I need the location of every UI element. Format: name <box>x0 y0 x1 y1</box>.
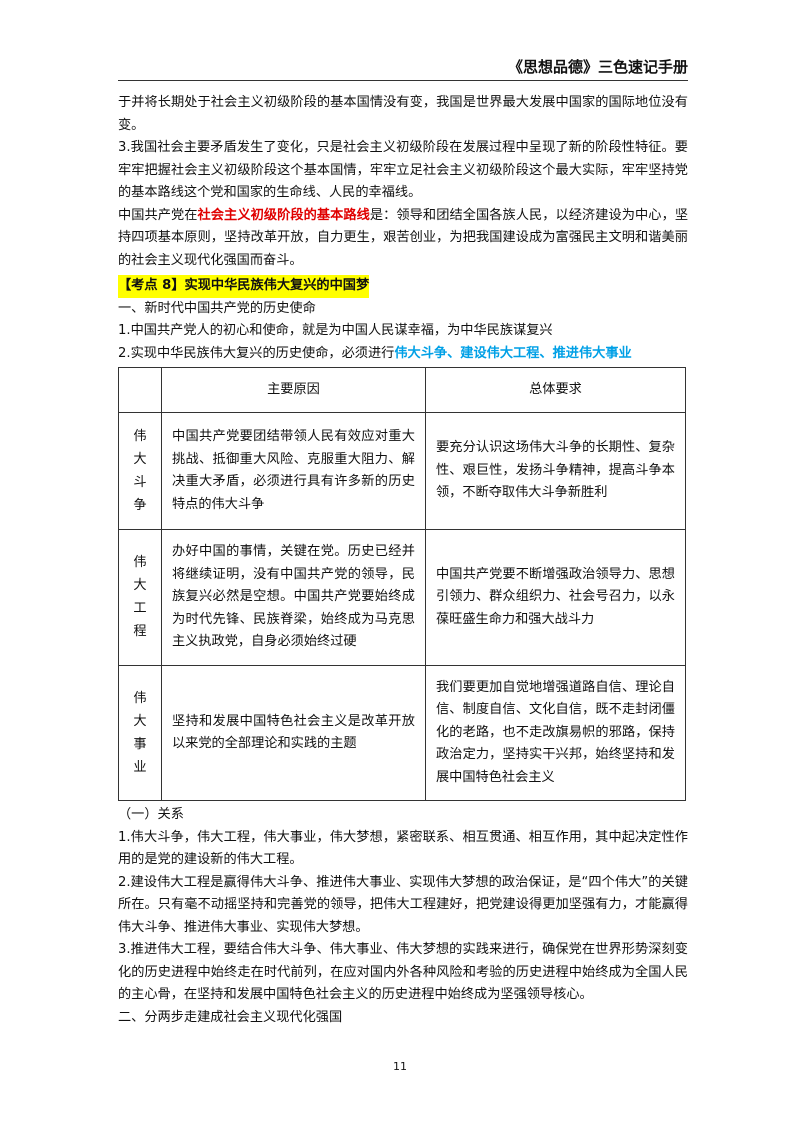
requirement-cell: 中国共产党要不断增强政治领导力、思想引领力、群众组织力、社会号召力，以永葆旺盛生… <box>425 529 686 666</box>
row-label: 伟大工程 <box>133 555 147 640</box>
col-header-reason: 主要原因 <box>161 367 426 413</box>
table-row: 伟大工程 办好中国的事情，关键在党。历史已经并将继续证明，没有中国共产党的领导，… <box>118 529 686 666</box>
mission-item-2: 2.实现中华民族伟大复兴的历史使命，必须进行伟大斗争、建设伟大工程、推进伟大事业 <box>118 343 688 366</box>
section-heading-1: 一、新时代中国共产党的历史使命 <box>118 300 316 316</box>
row-label: 伟大事业 <box>133 690 147 775</box>
col-header-requirement: 总体要求 <box>425 367 686 413</box>
reason-cell: 中国共产党要团结带领人民有效应对重大挑战、抵御重大风险、克服重大阻力、解决重大矛… <box>161 412 426 530</box>
row-label-cell: 伟大斗争 <box>118 412 162 530</box>
mission-item-1: 1.中国共产党人的初心和使命，就是为中国人民谋幸福，为中华民族谋复兴 <box>118 323 553 338</box>
basic-line-highlight: 社会主义初级阶段的基本路线 <box>197 207 370 223</box>
header-title: 《思想品德》三色速记手册 <box>507 58 688 76</box>
exam-point-heading: 【考点 8】实现中华民族伟大复兴的中国梦 <box>118 275 370 298</box>
requirement-cell: 我们要更加自觉地增强道路自信、理论自信、制度自信、文化自信，既不走封闭僵化的老路… <box>425 665 686 801</box>
requirement-cell: 要充分认识这场伟大斗争的长期性、复杂性、艰巨性，发扬斗争精神，提高斗争本领，不断… <box>425 412 686 530</box>
paragraph-principal-contradiction: 3.我国社会主要矛盾发生了变化，只是社会主义初级阶段在发展过程中呈现了新的阶段性… <box>118 140 688 200</box>
great-struggle-table: 主要原因 总体要求 伟大斗争 中国共产党要团结带领人民有效应对重大挑战、抵御重大… <box>118 367 686 801</box>
page-body: 于并将长期处于社会主义初级阶段的基本国情没有变，我国是世界最大发展中国家的国际地… <box>118 92 688 1029</box>
table-row: 伟大斗争 中国共产党要团结带领人民有效应对重大挑战、抵御重大风险、克服重大阻力、… <box>118 412 686 530</box>
four-greats-highlight: 伟大斗争、建设伟大工程、推进伟大事业 <box>394 345 632 361</box>
table-header-row: 主要原因 总体要求 <box>118 367 686 413</box>
row-label-cell: 伟大工程 <box>118 529 162 666</box>
reason-cell: 办好中国的事情，关键在党。历史已经并将继续证明，没有中国共产党的领导，民族复兴必… <box>161 529 426 666</box>
row-label: 伟大斗争 <box>133 428 147 513</box>
paragraph-basic-national-conditions: 于并将长期处于社会主义初级阶段的基本国情没有变，我国是世界最大发展中国家的国际地… <box>118 95 688 133</box>
relation-heading: （一）关系 <box>118 807 184 822</box>
page-number: 11 <box>393 1060 407 1073</box>
basic-line-text: 是：领导和团结全国各族人民，以经济建设为中心，坚持四项基本原则，坚持改革开放，自… <box>118 207 689 268</box>
page-header: 《思想品德》三色速记手册 <box>118 52 688 81</box>
mission-item-2-text: 2.实现中华民族伟大复兴的历史使命，必须进行 <box>118 345 395 361</box>
row-label-cell: 伟大事业 <box>118 665 162 801</box>
relation-item-2: 2.建设伟大工程是赢得伟大斗争、推进伟大事业、实现伟大梦想的政治保证，是“四个伟… <box>118 874 688 935</box>
section-heading-2: 二、分两步走建成社会主义现代化强国 <box>118 1009 343 1025</box>
paragraph-basic-line: 中国共产党在社会主义初级阶段的基本路线是：领导和团结全国各族人民，以经济建设为中… <box>118 205 688 273</box>
reason-cell: 坚持和发展中国特色社会主义是改革开放以来党的全部理论和实践的主题 <box>161 665 426 801</box>
table-corner-cell <box>118 367 162 413</box>
basic-line-prefix: 中国共产党在 <box>118 207 198 223</box>
relation-item-3: 3.推进伟大工程，要结合伟大斗争、伟大事业、伟大梦想的实践来进行，确保党在世界形… <box>118 942 688 1002</box>
table-row: 伟大事业 坚持和发展中国特色社会主义是改革开放以来党的全部理论和实践的主题 我们… <box>118 665 686 801</box>
relation-item-1: 1.伟大斗争，伟大工程，伟大事业，伟大梦想，紧密联系、相互贯通、相互作用，其中起… <box>118 829 688 868</box>
